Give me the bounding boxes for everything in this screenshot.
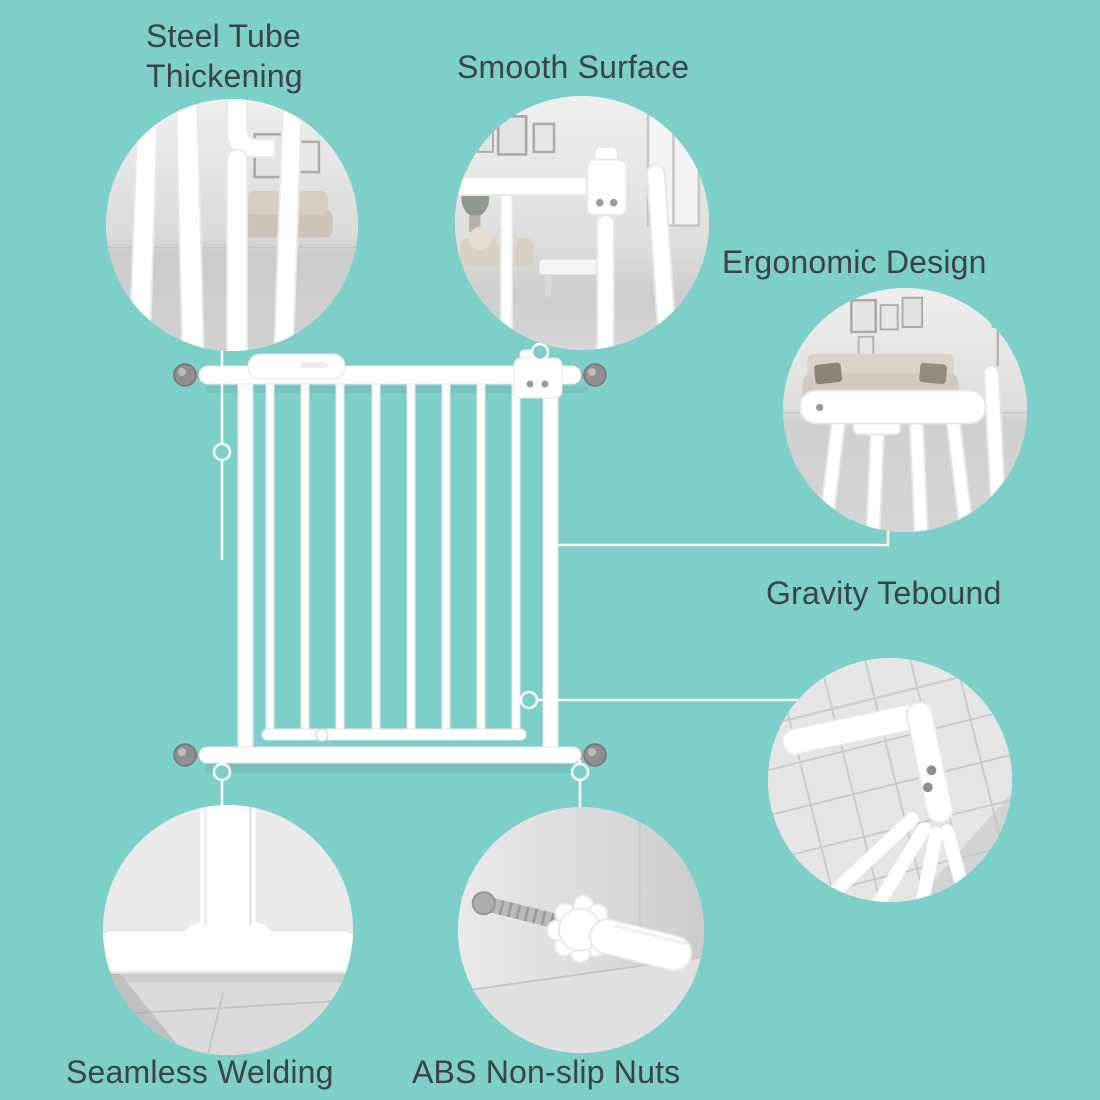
feature-photo-abs-non-slip-nuts [458,807,704,1053]
gravity-rebound-hinge-photo [768,658,1012,902]
welded-joint-photo [103,805,353,1055]
feature-photo-ergonomic-design [783,288,1027,532]
ergonomic-handle-photo [783,288,1027,532]
gate-latch [513,357,563,399]
feature-label-smooth-surface: Smooth Surface [457,49,690,85]
feature-label-steel-tube-thickening: Steel Tube Thickening [146,18,303,94]
feature-label-ergonomic-design: Ergonomic Design [722,244,987,280]
feature-photo-smooth-surface [455,96,709,350]
steel-tube-closeup-photo [106,99,358,351]
gate-handle [247,353,346,380]
handle-closeup [799,389,987,425]
abs-nut-photo [458,807,704,1053]
feature-photo-gravity-tebound [768,658,1012,902]
safety-gate [173,349,607,767]
feature-photo-steel-tube-thickening [106,99,358,351]
smooth-surface-latch-photo [455,96,709,350]
feature-photo-seamless-welding [103,805,353,1055]
feature-label-gravity-tebound: Gravity Tebound [766,575,1002,611]
callout-ring-markers [212,342,590,782]
feature-label-abs-non-slip-nuts: ABS Non-slip Nuts [412,1054,681,1090]
feature-label-seamless-welding: Seamless Welding [66,1054,334,1090]
